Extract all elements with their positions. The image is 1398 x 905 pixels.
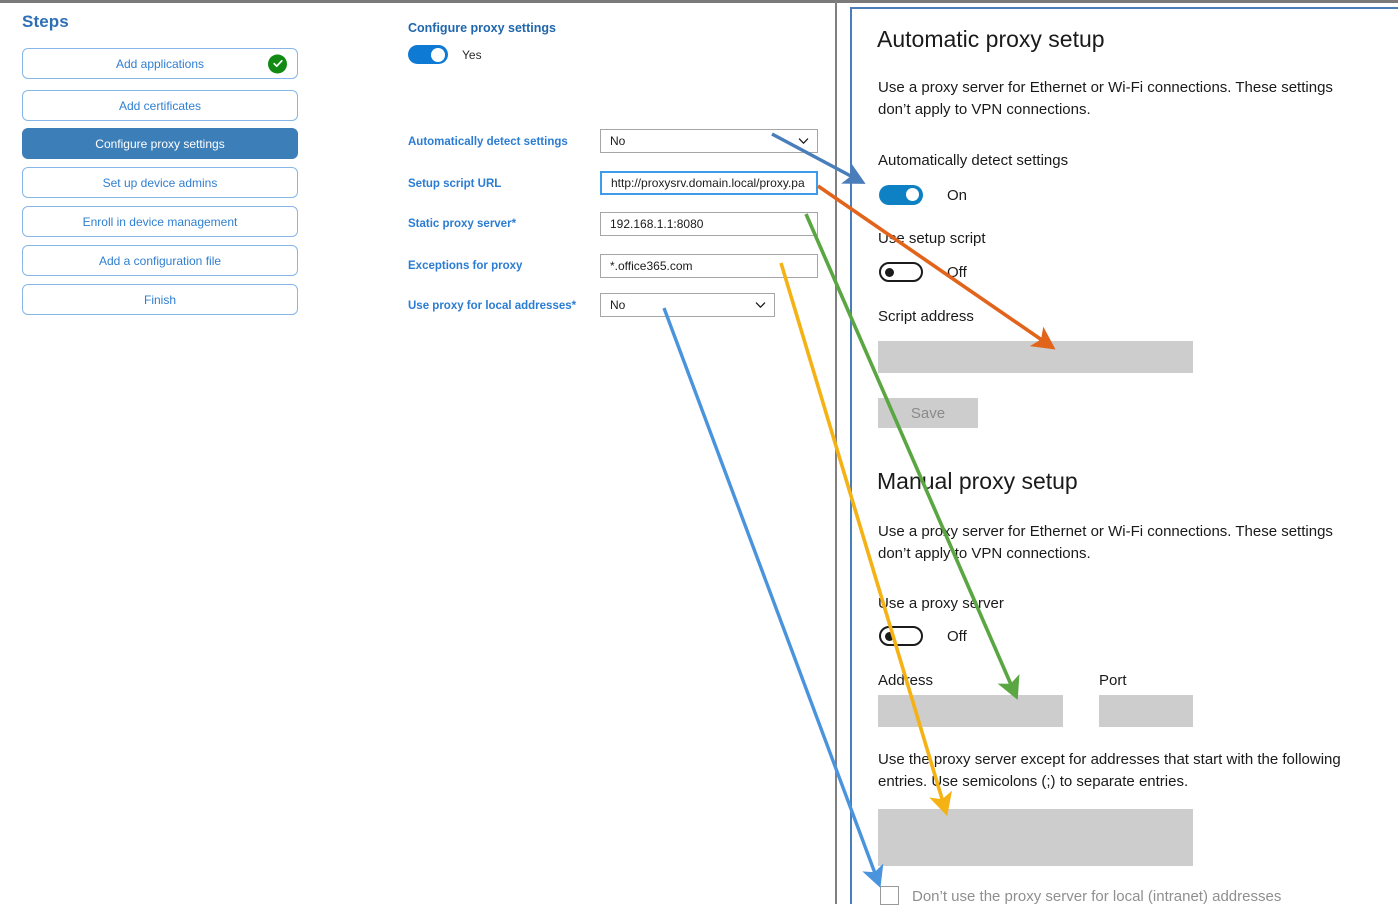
- label-automatically-detect-settings: Automatically detect settings: [408, 136, 568, 148]
- script-address-input[interactable]: [878, 341, 1193, 373]
- sidebar-item-add-certificates[interactable]: Add certificates: [22, 90, 298, 121]
- input-static-proxy-server[interactable]: 192.168.1.1:8080: [600, 212, 818, 236]
- sidebar-item-label: Finish: [143, 292, 176, 307]
- use-setup-script-state: Off: [947, 264, 967, 281]
- use-a-proxy-server-label: Use a proxy server: [878, 595, 1004, 612]
- sidebar-item-label: Add a configuration file: [98, 253, 222, 268]
- bypass-local-addresses-checkbox[interactable]: [880, 886, 899, 905]
- sidebar-item-add-a-configuration-file[interactable]: Add a configuration file: [22, 245, 298, 276]
- configure-proxy-toggle-group[interactable]: Yes: [408, 45, 482, 64]
- sidebar-item-label: Add certificates: [118, 98, 202, 113]
- sidebar-item-finish[interactable]: Finish: [22, 284, 298, 315]
- label-exceptions-for-proxy: Exceptions for proxy: [408, 260, 523, 272]
- check-circle-icon: [268, 54, 287, 73]
- input-setup-script-url[interactable]: http://proxysrv.domain.local/proxy.pa: [600, 171, 818, 195]
- automatically-detect-settings-state: On: [947, 187, 968, 204]
- label-text: Use proxy for local addresses: [408, 300, 572, 312]
- sidebar-item-label: Enroll in device management: [82, 214, 238, 229]
- proxy-exceptions-description: Use the proxy server except for addresse…: [878, 751, 1341, 790]
- select-automatically-detect-settings[interactable]: No: [600, 129, 818, 153]
- input-value: 192.168.1.1:8080: [610, 217, 704, 231]
- automatically-detect-settings-toggle[interactable]: [879, 185, 923, 205]
- bypass-local-addresses-label: Don’t use the proxy server for local (in…: [912, 888, 1282, 905]
- chevron-down-icon: [798, 138, 809, 144]
- automatic-proxy-setup-heading: Automatic proxy setup: [877, 26, 1105, 52]
- required-marker: *: [571, 300, 577, 312]
- use-a-proxy-server-state: Off: [947, 628, 967, 645]
- port-input[interactable]: [1099, 695, 1193, 727]
- panel-divider: [835, 0, 837, 904]
- use-setup-script-label: Use setup script: [878, 230, 986, 247]
- top-divider: [0, 0, 1398, 3]
- configure-proxy-toggle-label: Yes: [462, 47, 482, 62]
- input-value: http://proxysrv.domain.local/proxy.pa: [611, 176, 805, 190]
- toggle-knob: [885, 268, 894, 277]
- manual-proxy-setup-heading: Manual proxy setup: [877, 468, 1078, 494]
- select-value: No: [610, 134, 626, 148]
- select-value: No: [610, 298, 626, 312]
- input-exceptions-for-proxy[interactable]: *.office365.com: [600, 254, 818, 278]
- label-setup-script-url: Setup script URL: [408, 178, 502, 190]
- address-input[interactable]: [878, 695, 1063, 727]
- address-label: Address: [878, 672, 934, 689]
- script-address-label: Script address: [878, 308, 974, 325]
- sidebar-item-label: Configure proxy settings: [95, 136, 225, 151]
- chevron-down-icon: [755, 302, 766, 308]
- sidebar-item-add-applications[interactable]: Add applications: [22, 48, 298, 79]
- use-setup-script-toggle[interactable]: [879, 262, 923, 282]
- sidebar-item-set-up-device-admins[interactable]: Set up device admins: [22, 167, 298, 198]
- manual-proxy-setup-description: Use a proxy server for Ethernet or Wi-Fi…: [878, 523, 1333, 562]
- label-use-proxy-for-local-addresses: Use proxy for local addresses*: [408, 300, 576, 312]
- port-label: Port: [1099, 672, 1127, 689]
- form-heading: Configure proxy settings: [408, 21, 556, 35]
- windows-proxy-settings-panel: Automatic proxy setup Use a proxy server…: [850, 7, 1398, 905]
- select-use-proxy-for-local-addresses[interactable]: No: [600, 293, 775, 317]
- required-marker: *: [511, 218, 517, 230]
- label-text: Static proxy server: [408, 218, 512, 230]
- toggle-knob: [906, 188, 919, 201]
- toggle-knob: [431, 47, 445, 62]
- sidebar-item-label: Set up device admins: [102, 175, 218, 190]
- input-value: *.office365.com: [610, 259, 693, 273]
- sidebar-item-label: Add applications: [115, 56, 205, 71]
- save-button[interactable]: Save: [878, 398, 978, 428]
- sidebar-item-configure-proxy-settings[interactable]: Configure proxy settings: [22, 128, 298, 159]
- steps-sidebar: Steps Add applications Add certificates …: [0, 3, 330, 904]
- automatically-detect-settings-label: Automatically detect settings: [878, 152, 1069, 169]
- label-static-proxy-server: Static proxy server*: [408, 218, 516, 230]
- use-a-proxy-server-toggle[interactable]: [879, 626, 923, 646]
- toggle-knob: [885, 632, 894, 641]
- configure-proxy-toggle[interactable]: [408, 45, 448, 64]
- proxy-form-pane: Configure proxy settings Yes Automatical…: [395, 3, 835, 904]
- proxy-exceptions-input[interactable]: [878, 809, 1193, 866]
- automatic-proxy-setup-description: Use a proxy server for Ethernet or Wi-Fi…: [878, 79, 1333, 118]
- steps-title: Steps: [22, 12, 69, 31]
- sidebar-item-enroll-in-device-management[interactable]: Enroll in device management: [22, 206, 298, 237]
